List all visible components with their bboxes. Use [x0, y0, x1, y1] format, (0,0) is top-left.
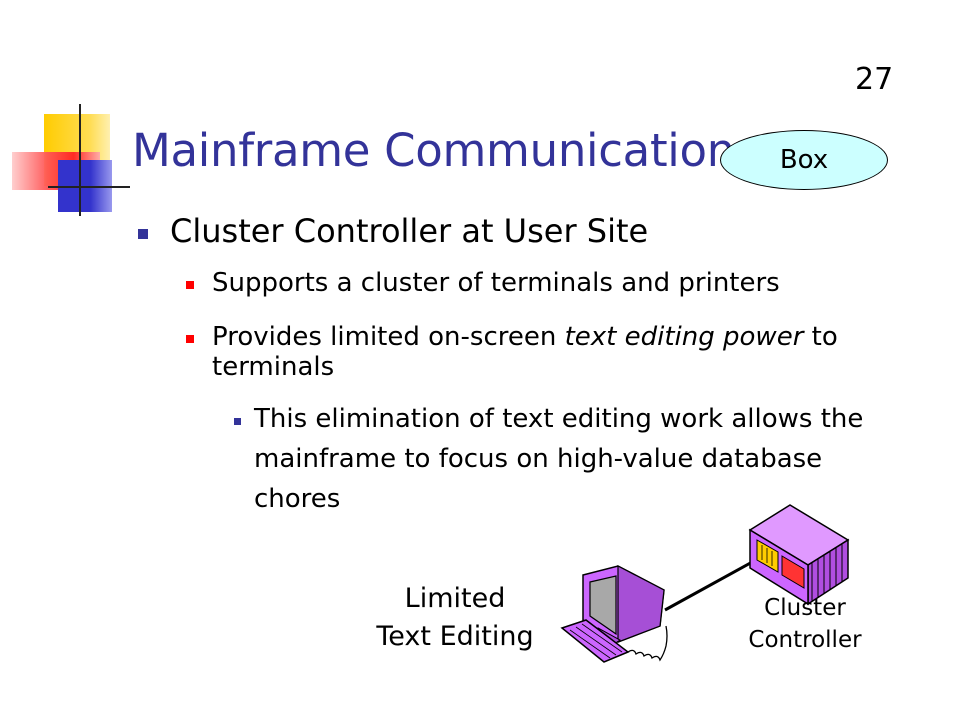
bullet-marker-level2-a	[186, 281, 194, 289]
bullet-level2-b-text: Provides limited on-screen text editing …	[212, 322, 912, 382]
cluster-controller-icon	[748, 504, 850, 606]
bullet-level2-b-post: to terminals	[212, 322, 838, 382]
bullet-level3-text: This elimination of text editing work al…	[254, 404, 864, 514]
decor-horizontal-line	[48, 186, 130, 188]
slide-number: 27	[855, 62, 894, 97]
controller-label-line1: Cluster	[764, 595, 846, 621]
controller-label: Cluster Controller	[730, 592, 880, 656]
decor-vertical-line	[79, 104, 81, 216]
bullet-level1-text: Cluster Controller at User Site	[170, 212, 649, 250]
terminal-label: Limited Text Editing	[360, 580, 550, 656]
box-label: Box	[779, 145, 829, 175]
terminal-icon	[560, 565, 668, 663]
terminal-label-line2: Text Editing	[376, 621, 534, 652]
connection-line	[664, 553, 766, 612]
page-title: Mainframe Communication	[132, 124, 735, 177]
bullet-marker-level1	[138, 229, 148, 239]
terminal-label-line1: Limited	[404, 583, 506, 614]
bullet-level2-b-pre: Provides limited on-screen	[212, 322, 565, 352]
bullet-level2-b-emphasis: text editing power	[564, 322, 804, 352]
bullet-marker-level2-b	[186, 335, 194, 343]
controller-label-line2: Controller	[748, 627, 862, 653]
box-ellipse-callout: Box	[720, 130, 888, 190]
bullet-marker-level3	[234, 418, 241, 425]
bullet-level2-a-text: Supports a cluster of terminals and prin…	[212, 268, 780, 298]
